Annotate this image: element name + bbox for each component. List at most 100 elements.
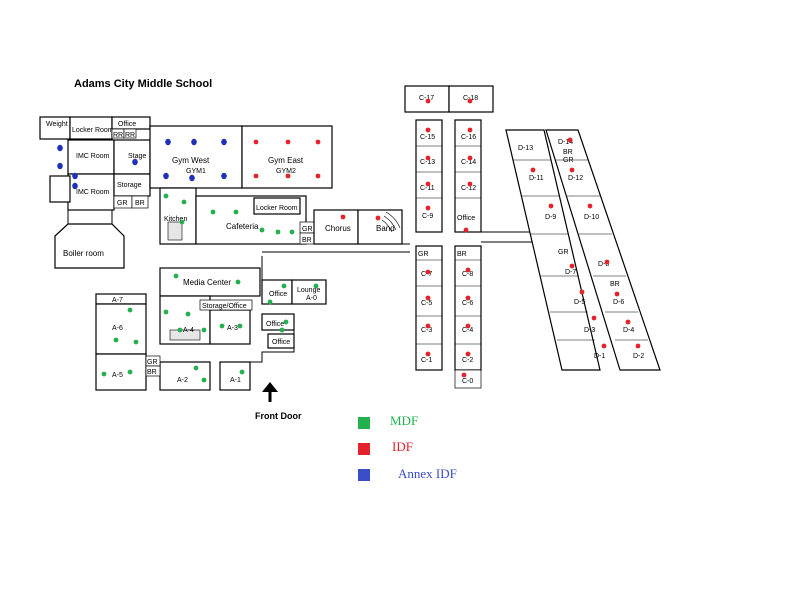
idf-marker: [425, 205, 431, 211]
c-wing-east-upper: [454, 119, 482, 233]
c17-label: C-17: [419, 95, 434, 102]
gym-west-label: Gym West: [172, 156, 210, 165]
c6-label: C-6: [462, 300, 473, 307]
a3: [209, 309, 251, 345]
a-wing: Media Center Office Lounge A-0 A-7 A-6 A…: [95, 267, 327, 391]
d12-label: D-12: [568, 175, 583, 182]
mdf-marker: [281, 283, 287, 289]
gr-d2-label: GR: [558, 249, 569, 256]
storage-label: Storage: [117, 182, 142, 189]
locker-room-mid: [253, 197, 301, 215]
idf-marker: [467, 127, 473, 133]
c15-label: C-15: [420, 134, 435, 141]
idf-marker: [425, 98, 431, 104]
c0-label: C-0: [462, 378, 473, 385]
a5-label: A-5: [112, 372, 123, 379]
idf-marker: [579, 289, 585, 295]
legend-annex-idf-label: Annex IDF: [398, 466, 457, 481]
d8-label: D-8: [598, 261, 609, 268]
mdf-marker: [179, 219, 185, 225]
c13-label: C-13: [420, 159, 435, 166]
mdf-marker: [267, 299, 273, 305]
weight-room-label: Weight Room: [46, 121, 88, 128]
gyms: Gym West GYM1 Gym East GYM2: [149, 125, 333, 189]
idf-marker: [253, 139, 259, 145]
imc-annex: [49, 175, 71, 203]
c9-label: C-9: [422, 213, 433, 220]
br-a: [145, 365, 161, 377]
idf-marker: [569, 263, 575, 269]
imc-room-1: [67, 139, 115, 175]
idf-marker: [548, 203, 554, 209]
front-door-arrow-icon: [262, 382, 278, 402]
idf-marker: [425, 269, 431, 275]
idf-marker: [465, 295, 471, 301]
office-top-label: Office: [118, 121, 136, 128]
idf-marker: [375, 215, 381, 221]
a1: [219, 361, 251, 391]
a2: [159, 361, 211, 391]
gym-east-sub: GYM2: [276, 168, 296, 175]
c0-room: [454, 369, 482, 389]
a2-label: A-2: [177, 377, 188, 384]
lounge: [291, 279, 327, 305]
br-d1-label: BR: [563, 149, 573, 156]
annex-idf-marker: [57, 144, 63, 152]
idf-marker: [567, 137, 573, 143]
idf-marker: [604, 259, 610, 265]
a7-label: A-7: [112, 297, 123, 304]
br-d2-label: BR: [610, 281, 620, 288]
stage-label: Stage: [128, 153, 146, 160]
storage-office-label: Storage/Office: [202, 303, 247, 310]
d4-label: D-4: [623, 327, 634, 334]
idf-marker: [635, 343, 641, 349]
imc-room-2-label: IMC Room: [76, 189, 110, 196]
br-left-label: BR: [135, 200, 145, 207]
mdf-marker: [283, 319, 289, 325]
legend-annex-idf-swatch: [358, 469, 370, 481]
a4-label: A-4: [183, 327, 194, 334]
lounge-sub: A-0: [306, 295, 317, 302]
mdf-marker: [239, 369, 245, 375]
mdf-marker: [289, 229, 295, 235]
storage-office: [199, 299, 253, 311]
office-mc-label: Office: [269, 291, 287, 298]
br-left: [131, 195, 149, 209]
c1-label: C-1: [421, 357, 432, 364]
cafeteria-label: Cafeteria: [226, 222, 259, 231]
annex-idf-marker: [163, 172, 169, 180]
idf-marker: [425, 127, 431, 133]
media-center: [159, 267, 261, 297]
mdf-marker: [113, 337, 119, 343]
c12-label: C-12: [461, 185, 476, 192]
idf-marker: [425, 181, 431, 187]
idf-marker: [467, 155, 473, 161]
rr2-label: RR: [125, 132, 135, 139]
d3-label: D-3: [584, 327, 595, 334]
annex-idf-marker: [221, 138, 227, 146]
a3-label: A-3: [227, 325, 238, 332]
gym-east-label: Gym East: [268, 156, 304, 165]
mdf-marker: [173, 273, 179, 279]
a6-label: A-6: [112, 325, 123, 332]
locker-room-top-label: Locker Room: [72, 127, 114, 134]
media-center-label: Media Center: [183, 278, 231, 287]
idf-marker: [315, 173, 321, 179]
idf-marker: [425, 155, 431, 161]
idf-marker: [614, 291, 620, 297]
idf-marker: [315, 139, 321, 145]
d2-label: D-2: [633, 353, 644, 360]
office-a1-label: Office: [266, 321, 284, 328]
idf-marker: [569, 167, 575, 173]
c11-label: C-11: [420, 185, 435, 192]
restroom-2: [123, 128, 137, 139]
boiler-room: [54, 223, 125, 269]
idf-marker: [467, 98, 473, 104]
mdf-marker: [181, 199, 187, 205]
annex-idf-marker: [191, 138, 197, 146]
mdf-marker: [237, 323, 243, 329]
mdf-marker: [201, 327, 207, 333]
c-wing-west-lower: [415, 245, 443, 371]
gr-left-label: GR: [117, 200, 128, 207]
idf-marker: [461, 372, 467, 378]
